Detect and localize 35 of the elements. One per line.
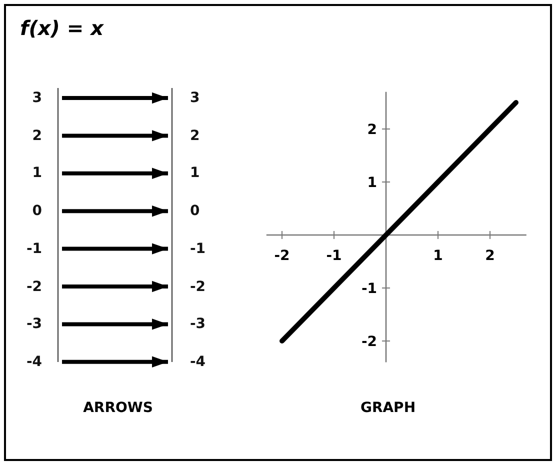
arrow: [62, 168, 168, 179]
number-label: 1: [190, 164, 200, 184]
number-label: -3: [26, 315, 42, 334]
number-label: 2: [32, 126, 42, 146]
x-tick-label: -2: [274, 248, 290, 264]
arrow: [62, 318, 168, 330]
arrow: [62, 130, 168, 142]
number-label: 0: [190, 202, 200, 222]
number-label: -2: [26, 278, 42, 296]
arrow: [62, 243, 168, 254]
number-label: -3: [190, 315, 206, 334]
number-label: -4: [26, 352, 42, 372]
number-label: -1: [190, 240, 206, 259]
number-label: 3: [32, 89, 42, 108]
y-tick-label: 1: [367, 175, 377, 191]
x-tick-label: -1: [326, 248, 342, 264]
number-label: -1: [26, 240, 42, 259]
y-tick-label: 2: [367, 122, 377, 138]
arrow: [62, 356, 168, 368]
caption-label: GRAPH: [359, 400, 417, 416]
x-tick-label: 1: [433, 248, 443, 264]
y-tick-label: -1: [361, 281, 377, 297]
x-tick-label: 2: [485, 248, 495, 264]
number-label: -2: [190, 278, 206, 296]
number-label: 0: [32, 202, 42, 222]
number-label: 2: [190, 126, 200, 146]
number-label: 1: [32, 164, 42, 184]
caption-label: ARROWS: [82, 400, 154, 416]
title: f(x) = x: [20, 16, 104, 40]
arrow: [62, 206, 168, 217]
arrow: [62, 280, 168, 292]
arrow: [62, 92, 168, 104]
number-label: -4: [190, 352, 206, 372]
number-label: 3: [190, 89, 200, 108]
y-tick-label: -2: [361, 334, 377, 350]
